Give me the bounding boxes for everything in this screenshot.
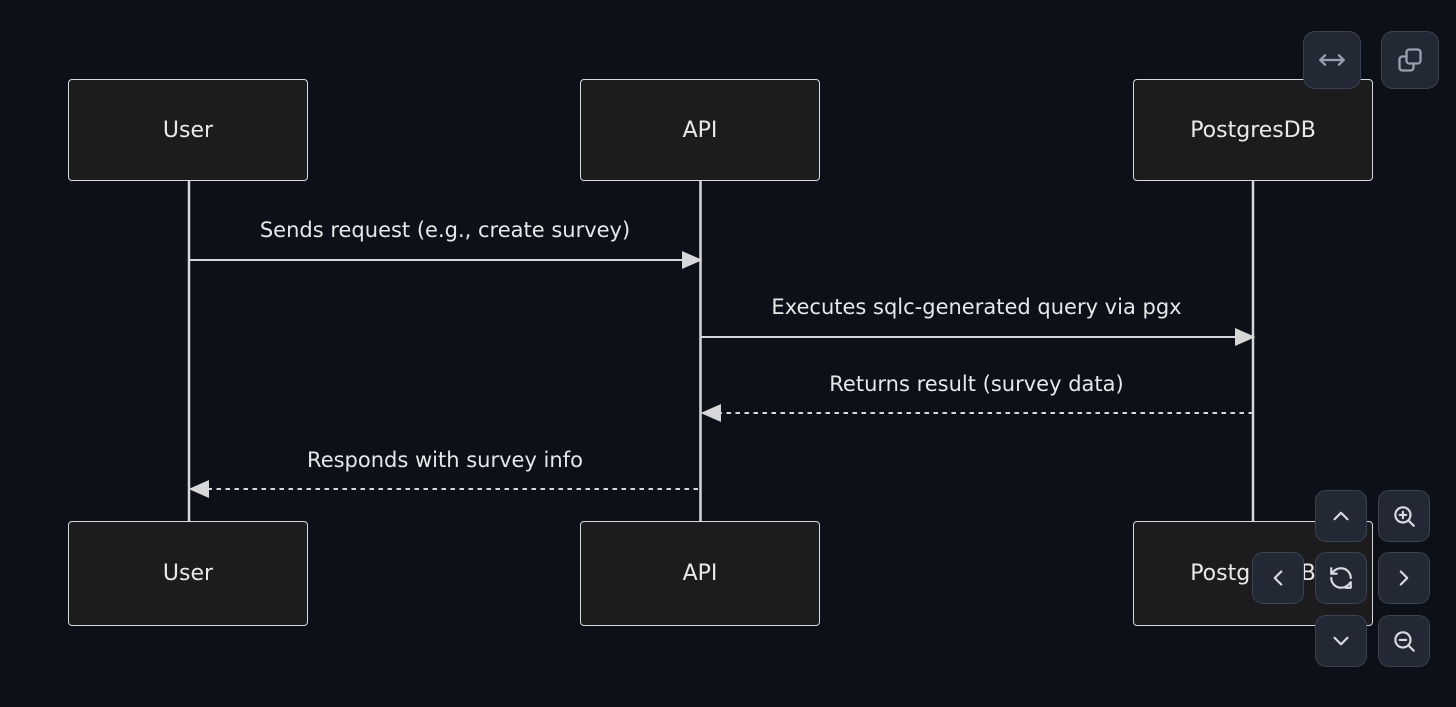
copy-button[interactable] (1381, 31, 1439, 89)
message-arrowhead-4 (188, 479, 209, 499)
chevron-right-icon (1391, 565, 1417, 591)
zoom-in-button[interactable] (1378, 490, 1430, 542)
actor-box-user-bottom: User (68, 521, 308, 626)
actor-label: API (682, 561, 718, 586)
refresh-icon (1328, 565, 1354, 591)
message-arrowhead-2 (1235, 327, 1256, 347)
actor-label: User (162, 561, 214, 586)
zoom-in-icon (1391, 503, 1417, 529)
actor-box-user-top: User (68, 79, 308, 181)
message-label-4: Responds with survey info (307, 448, 583, 472)
actor-box-api-top: API (580, 79, 820, 181)
move-horizontal-icon (1318, 46, 1346, 74)
chevron-up-icon (1328, 503, 1354, 529)
chevron-down-icon (1328, 628, 1354, 654)
message-label-1: Sends request (e.g., create survey) (259, 218, 631, 242)
message-arrowhead-1 (682, 250, 703, 270)
message-label-3: Returns result (survey data) (829, 372, 1124, 396)
actor-box-api-bottom: API (580, 521, 820, 626)
zoom-out-button[interactable] (1378, 615, 1430, 667)
actor-label: PostgresDB (1190, 117, 1316, 143)
pan-up-button[interactable] (1315, 490, 1367, 542)
actor-box-postgresdb-top: PostgresDB (1133, 79, 1373, 181)
pan-down-button[interactable] (1315, 615, 1367, 667)
pan-left-button[interactable] (1252, 552, 1304, 604)
expand-width-button[interactable] (1303, 31, 1361, 89)
copy-icon (1396, 46, 1424, 74)
zoom-out-icon (1391, 628, 1417, 654)
chevron-left-icon (1265, 565, 1291, 591)
message-label-2: Executes sqlc-generated query via pgx (771, 295, 1182, 319)
pan-right-button[interactable] (1378, 552, 1430, 604)
actor-label: API (682, 117, 718, 143)
actor-label: User (162, 117, 214, 143)
reset-view-button[interactable] (1315, 552, 1367, 604)
message-arrowhead-3 (700, 403, 721, 423)
